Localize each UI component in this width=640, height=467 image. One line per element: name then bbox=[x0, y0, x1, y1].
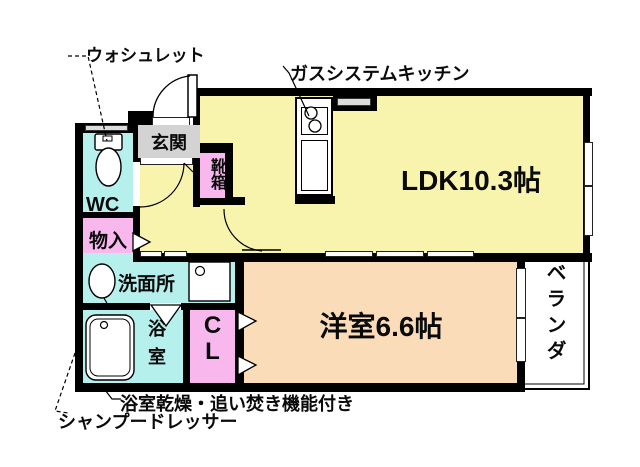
window-opening bbox=[584, 142, 593, 186]
sliding-door-panel bbox=[325, 251, 373, 257]
room-closet bbox=[190, 310, 235, 383]
wc-door-opening bbox=[133, 162, 140, 206]
bath-features-annotation: 浴室乾燥・追い焚き機能付き bbox=[120, 394, 354, 414]
wall-segment bbox=[295, 196, 335, 204]
bathroom-label: 浴室 bbox=[146, 319, 166, 375]
washlet-annotation: ウォシュレット bbox=[86, 46, 205, 65]
storage-door-arrow bbox=[132, 231, 152, 253]
washroom-label: 洗面所 bbox=[118, 274, 176, 295]
veranda-outline bbox=[517, 262, 590, 390]
ldk-door-swing bbox=[223, 208, 281, 252]
bathtub-icon bbox=[85, 314, 135, 381]
gas-stove-icon bbox=[304, 106, 322, 133]
counter-cell bbox=[301, 140, 328, 191]
wc-window bbox=[85, 125, 128, 131]
window-opening bbox=[584, 186, 593, 236]
window-opening bbox=[516, 318, 526, 362]
wall-segment bbox=[128, 111, 153, 126]
wall-segment bbox=[193, 143, 233, 153]
room-ldk bbox=[197, 96, 583, 253]
wall-segment bbox=[193, 88, 592, 96]
room-veranda bbox=[517, 258, 592, 392]
wall-segment bbox=[75, 123, 83, 392]
shoebox: 靴箱 bbox=[200, 153, 225, 198]
wc-label: WC bbox=[86, 194, 120, 216]
washing-machine-icon bbox=[188, 261, 231, 302]
sliding-door-panel bbox=[427, 251, 474, 257]
wall-segment bbox=[193, 197, 245, 205]
shoebox-label: 靴箱 bbox=[208, 158, 225, 190]
range-hood bbox=[337, 98, 371, 106]
wall-segment bbox=[183, 310, 190, 383]
ldk-label: LDK10.3帖 bbox=[400, 165, 542, 196]
entrance-label: 玄関 bbox=[151, 132, 187, 153]
toilet-icon bbox=[94, 133, 123, 187]
sliding-door-panel bbox=[164, 251, 187, 257]
entrance-area: 玄関 bbox=[138, 125, 200, 158]
wall-segment bbox=[225, 143, 233, 205]
room-storage bbox=[83, 218, 133, 253]
washbasin-icon bbox=[88, 263, 116, 306]
wc-door-swing bbox=[139, 162, 194, 208]
sliding-door-panel bbox=[376, 251, 424, 257]
entrance-door-swing bbox=[152, 74, 198, 118]
shampoo-leader-line bbox=[54, 352, 76, 414]
room-western bbox=[244, 262, 517, 383]
folding-door-mark bbox=[149, 304, 183, 328]
bath-features-leader-line bbox=[101, 385, 121, 400]
storage-label: 物入 bbox=[88, 231, 127, 252]
wall-segment bbox=[75, 212, 140, 218]
window-opening bbox=[516, 268, 526, 318]
sliding-door-panel bbox=[140, 251, 162, 257]
wall-segment bbox=[133, 253, 592, 262]
western-room-label: 洋室6.6帖 bbox=[319, 311, 443, 342]
veranda-label: ベランダ bbox=[543, 262, 565, 366]
gas-kitchen-leader-line bbox=[282, 65, 310, 117]
closet-door-arrow bbox=[237, 310, 258, 333]
closet-door-arrow bbox=[237, 354, 258, 377]
gas-kitchen-annotation: ガスシステムキッチン bbox=[290, 64, 470, 84]
shampoo-dresser-annotation: シャンプードレッサー bbox=[58, 412, 238, 432]
washlet-leader-line bbox=[68, 55, 108, 142]
wall-segment bbox=[75, 383, 525, 392]
closet-label: C L bbox=[203, 312, 222, 365]
